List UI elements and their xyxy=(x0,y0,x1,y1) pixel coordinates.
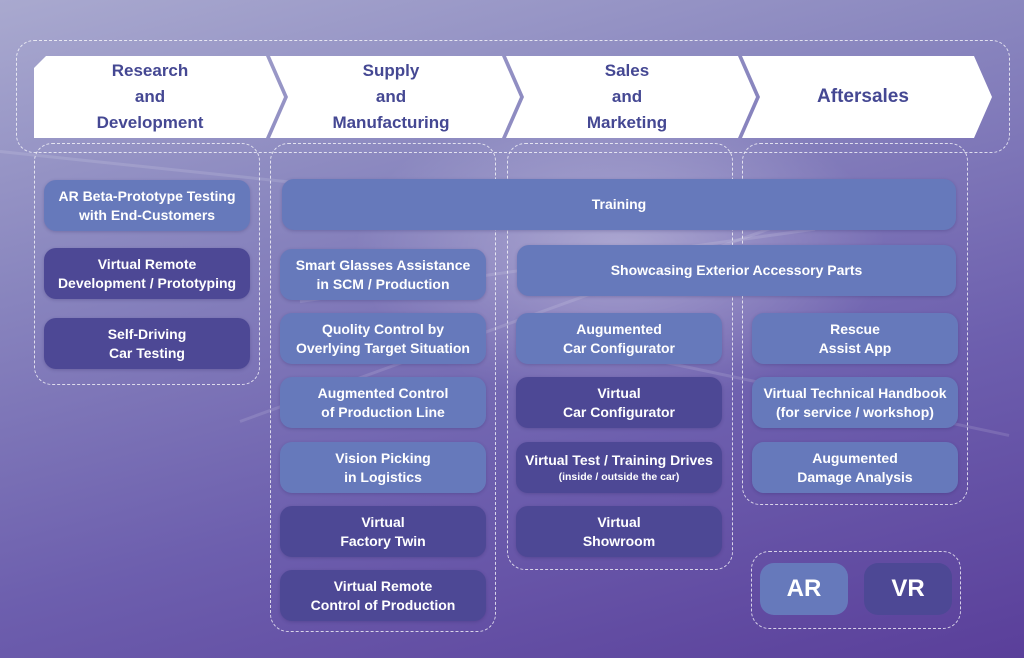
box-label: Showcasing Exterior Accessory Parts xyxy=(610,262,863,278)
box-label: AR Beta-Prototype Testing with End-Custo… xyxy=(58,187,236,223)
ar-beta-prototype-testing-box: AR Beta-Prototype Testing with End-Custo… xyxy=(44,180,250,231)
virtual-car-configurator-box: Virtual Car Configurator xyxy=(516,377,722,428)
stage-aftersales: Aftersales xyxy=(742,56,992,138)
box-label: Virtual Test / Training Drives xyxy=(525,452,713,468)
box-label: Virtual Showroom xyxy=(582,513,656,549)
training-bar: Training xyxy=(282,179,956,230)
sales-column-outline xyxy=(507,143,733,570)
box-label: Virtual Car Configurator xyxy=(563,384,675,420)
self-driving-car-testing-box: Self-Driving Car Testing xyxy=(44,318,250,369)
smart-glasses-assistance-box: Smart Glasses Assistance in SCM / Produc… xyxy=(280,249,486,300)
stage-sales-marketing: Sales and Marketing xyxy=(506,56,756,138)
box-label: Virtual Technical Handbook (for service … xyxy=(763,384,947,420)
stage-supply-manufacturing: Supply and Manufacturing xyxy=(270,56,520,138)
showcasing-exterior-accessory-bar: Showcasing Exterior Accessory Parts xyxy=(517,245,956,296)
box-label: Smart Glasses Assistance in SCM / Produc… xyxy=(295,256,471,292)
box-label: Virtual Remote Control of Production xyxy=(310,577,456,613)
box-label: Quolity Control by Overlying Target Situ… xyxy=(296,320,470,356)
virtual-remote-control-production-box: Virtual Remote Control of Production xyxy=(280,570,486,621)
virtual-showroom-box: Virtual Showroom xyxy=(516,506,722,557)
box-label: Augmented Control of Production Line xyxy=(317,384,449,420)
virtual-factory-twin-box: Virtual Factory Twin xyxy=(280,506,486,557)
box-label: Rescue Assist App xyxy=(818,320,892,356)
augmented-damage-analysis-box: Augumented Damage Analysis xyxy=(752,442,958,493)
quality-control-box: Quolity Control by Overlying Target Situ… xyxy=(280,313,486,364)
stage-label: Research and Development xyxy=(96,61,204,132)
box-sublabel: (inside / outside the car) xyxy=(558,471,680,483)
aftersales-column-outline xyxy=(742,143,968,505)
box-label: Vision Picking in Logistics xyxy=(335,449,431,485)
box-label: Augumented Car Configurator xyxy=(563,320,675,356)
augmented-car-configurator-box: Augumented Car Configurator xyxy=(516,313,722,364)
supply-column-outline xyxy=(270,143,496,632)
stage-label: Sales and Marketing xyxy=(586,61,668,132)
augmented-control-production-box: Augmented Control of Production Line xyxy=(280,377,486,428)
virtual-technical-handbook-box: Virtual Technical Handbook (for service … xyxy=(752,377,958,428)
legend-ar-badge: AR xyxy=(760,563,848,615)
rescue-assist-app-box: Rescue Assist App xyxy=(752,313,958,364)
legend-outline xyxy=(751,551,961,629)
stage-research-development: Research and Development xyxy=(34,56,284,138)
virtual-test-drives-box: Virtual Test / Training Drives (inside /… xyxy=(516,442,722,493)
box-label: Virtual Factory Twin xyxy=(340,513,426,549)
research-column-outline xyxy=(34,143,260,385)
virtual-remote-development-box: Virtual Remote Development / Prototyping xyxy=(44,248,250,299)
box-label: Augumented Damage Analysis xyxy=(797,449,913,485)
stage-label: Aftersales xyxy=(817,86,909,107)
box-label: Virtual Remote Development / Prototyping xyxy=(57,255,237,291)
box-label: Self-Driving Car Testing xyxy=(107,325,187,361)
stage-label: Supply and Manufacturing xyxy=(332,61,450,132)
box-label: Training xyxy=(591,196,647,212)
legend-vr-badge: VR xyxy=(864,563,952,615)
vision-picking-box: Vision Picking in Logistics xyxy=(280,442,486,493)
